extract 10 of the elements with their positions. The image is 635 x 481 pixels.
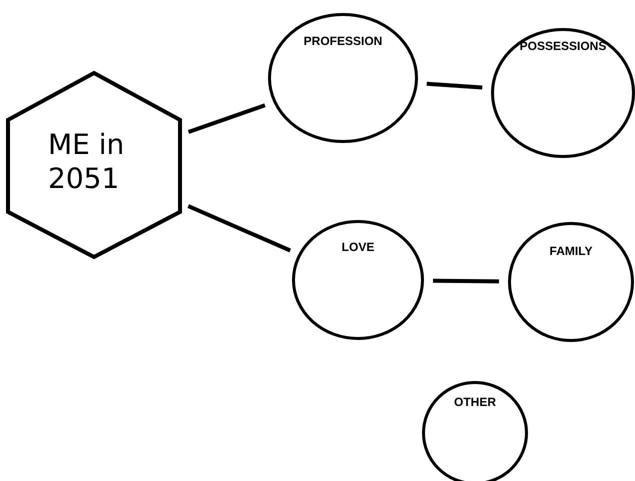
node-label: FAMILY xyxy=(548,244,594,258)
node-label: ME in 2051 xyxy=(48,128,126,196)
node-label: POSSESSIONS xyxy=(518,39,608,53)
connector-line xyxy=(187,204,292,252)
node-label: PROFESSION xyxy=(302,34,384,48)
connector-line xyxy=(188,103,266,134)
connector-line xyxy=(426,82,482,90)
node-label: LOVE xyxy=(340,240,376,254)
node-label: OTHER xyxy=(453,395,497,409)
connector-line xyxy=(432,278,500,284)
